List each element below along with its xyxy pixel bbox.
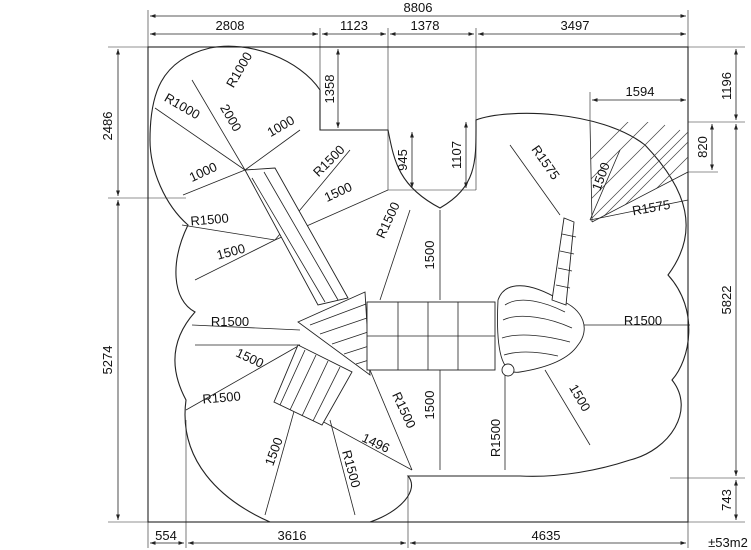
dim-top-total: 8806 (404, 0, 433, 15)
label-d1500-b: 1500 (215, 241, 247, 263)
notch-dimensions: 1358 945 1107 (322, 49, 476, 191)
dim-notch-945: 945 (395, 149, 410, 171)
dim-top-b: 1123 (340, 18, 368, 33)
dim-left-lower: 5274 (100, 346, 115, 375)
dim-bottom-c: 4635 (532, 528, 561, 543)
safety-zone-outline (149, 45, 690, 523)
label-r1000-a: R1000 (223, 49, 255, 90)
label-r1500-f: R1500 (389, 390, 419, 431)
label-r1500-b: R1500 (190, 210, 229, 228)
left-dimensions: 2486 5274 (100, 46, 186, 523)
rope-ladder (273, 344, 353, 426)
dim-hatch-width: 1594 (626, 84, 655, 99)
label-d1500-e: 1500 (422, 241, 437, 270)
dim-notch-1107: 1107 (449, 141, 464, 169)
playground-equipment (244, 167, 585, 426)
top-dimensions: 8806 2808 1123 1378 3497 (147, 0, 689, 190)
dim-hatch-height: 820 (695, 136, 710, 158)
label-d1000-b: 1000 (187, 159, 220, 185)
dim-left-upper: 2486 (100, 112, 115, 141)
right-dimensions: 1196 5822 743 820 1594 (589, 46, 745, 523)
dim-top-d: 3497 (561, 18, 590, 33)
label-d1500-h: 1500 (589, 160, 613, 192)
tower-post (501, 363, 515, 377)
climbing-ladder (551, 217, 575, 306)
label-d1500-f: 1500 (422, 391, 437, 420)
label-r1500-d: R1500 (202, 388, 241, 406)
site-boundary (147, 46, 689, 523)
label-d1500-d: 1500 (262, 435, 286, 467)
label-r1500-h: R1500 (488, 419, 503, 457)
hatched-area-edge (589, 121, 689, 223)
label-r1500-a: R1500 (310, 142, 348, 180)
zone-labels: R1000 R1000 2000 1000 1000 R1500 1500 R1… (162, 49, 671, 489)
zone-radius-lines (154, 79, 690, 516)
label-d1496: 1496 (360, 430, 393, 456)
dim-right-middle: 5822 (719, 286, 734, 315)
dim-notch-1358: 1358 (322, 75, 337, 104)
label-r1575-a: R1575 (529, 142, 563, 182)
climbing-net (244, 167, 349, 306)
dim-right-top: 1196 (719, 72, 734, 100)
dim-right-bottom: 743 (719, 489, 734, 511)
label-d1500-c: 1500 (234, 345, 267, 371)
label-r1500-c: R1500 (211, 314, 249, 329)
bottom-dimensions: 554 3616 4635 (147, 420, 689, 548)
label-r1500-i: R1500 (624, 313, 662, 328)
label-d1500-g: 1500 (566, 381, 593, 414)
dim-bottom-a: 554 (155, 528, 177, 543)
label-r1575-b: R1575 (631, 197, 671, 218)
label-r1500-e: R1500 (373, 200, 403, 241)
tower-roof (497, 285, 585, 373)
dim-bottom-b: 3616 (278, 528, 307, 543)
dim-top-a: 2808 (216, 18, 245, 33)
area-note: ±53m2 (708, 535, 748, 550)
dim-top-c: 1378 (411, 18, 440, 33)
label-d1500-a: 1500 (322, 179, 355, 205)
